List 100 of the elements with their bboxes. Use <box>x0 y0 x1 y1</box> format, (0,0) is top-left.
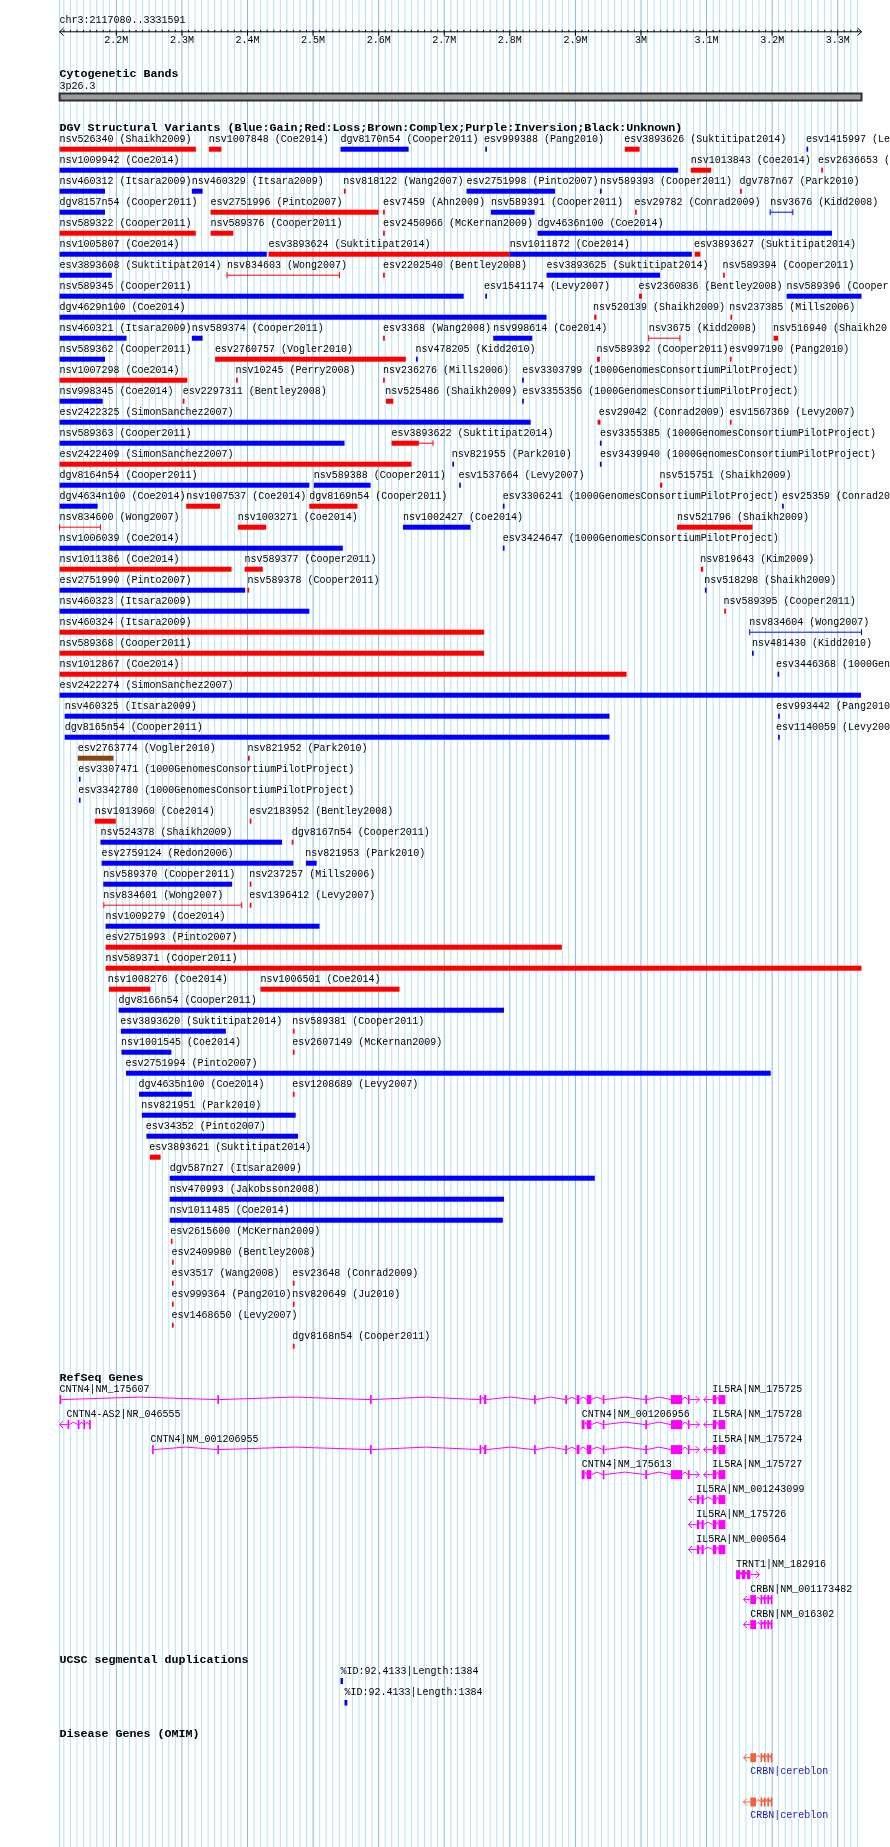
variant-label: nsv821953 (Park2010) <box>305 848 426 859</box>
variant-label: esv999364 (Pang2010) <box>171 1289 292 1300</box>
variant-label: dgv4636n100 (Coe2014) <box>537 218 664 229</box>
tick-label: 2.8M <box>497 36 522 46</box>
variant-label: esv34352 (Pinto2007) <box>145 1121 266 1132</box>
variant-label: dgv787n67 (Park2010) <box>739 176 860 187</box>
variant-label: nsv998614 (Coe2014) <box>493 323 608 334</box>
track-title: Cytogenetic Bands <box>59 68 179 80</box>
variant-label: esv2615600 (McKernan2009) <box>170 1226 321 1237</box>
variant-label: nsv460329 (Itsara2009) <box>191 176 324 187</box>
variant-label: dgv8166n54 (Cooper2011) <box>118 995 257 1006</box>
variant-label: nsv516940 (Shaikh20 <box>773 323 887 334</box>
variant-label: nsv1007537 (Coe2014) <box>186 491 307 502</box>
variant-label: esv3439940 (1000GenomesConsortiumPilotProject) <box>599 449 876 460</box>
track-title: Disease Genes (OMIM) <box>59 1727 200 1740</box>
gene-label: CNTN4|NM_001206955 <box>150 1435 259 1445</box>
variant-label: nsv520139 (Shaikh2009) <box>593 302 726 313</box>
variant-label: esv2751990 (Pinto2007) <box>59 575 192 586</box>
variant-label: esv2751994 (Pinto2007) <box>125 1058 258 1069</box>
variant-label: nsv589370 (Cooper2011) <box>103 869 236 880</box>
variant-label: nsv524378 (Shaikh2009) <box>100 827 233 838</box>
variant-label: nsv460321 (Itsara2009) <box>59 323 192 334</box>
variant-label: nsv589376 (Cooper2011) <box>210 218 343 229</box>
variant-label: nsv1009279 (Coe2014) <box>105 911 226 922</box>
variant-label: esv23648 (Conrad2009) <box>292 1268 419 1279</box>
variant-label: nsv821951 (Park2010) <box>141 1100 262 1111</box>
variant-label: nsv818122 (Wang2007) <box>343 176 464 187</box>
tick-label: 2.2M <box>104 36 129 46</box>
track-title: RefSeq Genes <box>59 1372 144 1384</box>
gene-label: IL5RA|NM_000564 <box>696 1535 787 1545</box>
variant-label: esv3893621 (Suktitipat2014) <box>149 1142 312 1153</box>
variant-label: esv2759124 (Redon2006) <box>101 848 234 859</box>
variant-label: esv2422274 (SimonSanchez2007) <box>59 680 234 691</box>
variant-label: nsv478205 (Kidd2010) <box>415 344 536 355</box>
gene-label: CRBN|NM_016302 <box>750 1610 835 1620</box>
variant-label: nsv589374 (Cooper2011) <box>191 323 324 334</box>
variant-label: esv2450966 (McKernan2009) <box>383 218 534 229</box>
gene-label: CNTN4|NM_175613 <box>581 1460 672 1470</box>
tick-label: 3.2M <box>760 36 785 46</box>
disease-gene-label: CRBN|cereblon <box>750 1767 829 1777</box>
tick-label: 2.3M <box>169 36 194 46</box>
variant-label: nsv1011872 (Coe2014) <box>509 239 630 250</box>
gene-label: IL5RA|NM_175724 <box>712 1435 803 1445</box>
variant-label: dgv8170n54 (Cooper2011) <box>340 134 479 145</box>
variant-label: esv997190 (Pang2010) <box>729 344 850 355</box>
variant-label: nsv1011485 (Coe2014) <box>169 1205 290 1216</box>
variant-label: nsv589371 (Cooper2011) <box>105 953 238 964</box>
variant-label: nsv589396 (Cooper <box>786 281 889 292</box>
variant-label: esv3306241 (1000GenomesConsortiumPilotProject) <box>502 491 779 502</box>
variant-label: dgv8157n54 (Cooper2011) <box>59 197 198 208</box>
variant-label: nsv589381 (Cooper2011) <box>292 1016 425 1027</box>
variant-label: nsv1001545 (Coe2014) <box>120 1037 241 1048</box>
variant-label: dgv4635n100 (Coe2014) <box>138 1079 265 1090</box>
variant-label: esv1541174 (Levy2007) <box>484 281 611 292</box>
track-title: UCSC segmental duplications <box>59 1654 249 1666</box>
variant-label: nsv481430 (Kidd2010) <box>752 638 872 649</box>
variant-label: esv3303799 (1000GenomesConsortiumPilotProject) <box>522 365 799 376</box>
variant-label: esv2422409 (SimonSanchez2007) <box>59 449 234 460</box>
tick-label: 3M <box>634 36 647 46</box>
gene-label: IL5RA|NM_175727 <box>712 1460 803 1470</box>
variant-label: esv3446368 (1000Gen <box>776 659 890 670</box>
variant-label: nsv1006501 (Coe2014) <box>260 974 381 985</box>
variant-label: nsv518298 (Shaikh2009) <box>704 575 837 586</box>
variant-label: esv3893622 (Suktitipat2014) <box>391 428 554 439</box>
variant-label: esv3893625 (Suktitipat2014) <box>546 260 709 271</box>
variant-label: esv1567369 (Levy2007) <box>729 407 856 418</box>
variant-label: nsv1013960 (Coe2014) <box>94 806 215 817</box>
variant-label: esv3368 (Wang2008) <box>383 323 492 334</box>
variant-label: nsv834601 (Wong2007) <box>103 890 224 901</box>
variant-label: dgv8169n54 (Cooper2011) <box>309 491 448 502</box>
variant-label: nsv460324 (Itsara2009) <box>59 617 192 628</box>
variant-label: esv3517 (Wang2008) <box>171 1268 280 1279</box>
variant-label: nsv460325 (Itsara2009) <box>64 701 197 712</box>
variant-label: nsv589363 (Cooper2011) <box>59 428 192 439</box>
variant-label: esv1396412 (Levy2007) <box>249 890 376 901</box>
variant-label: dgv8165n54 (Cooper2011) <box>64 722 203 733</box>
variant-label: esv2751993 (Pinto2007) <box>105 932 238 943</box>
variant-label: nsv521796 (Shaikh2009) <box>677 512 810 523</box>
variant-label: nsv1007848 (Coe2014) <box>208 134 329 145</box>
tick-label: 2.7M <box>432 36 457 46</box>
gene-label: CNTN4|NM_175607 <box>59 1385 150 1395</box>
tick-label: 2.5M <box>301 36 326 46</box>
variant-label: esv29042 (Conrad2009) <box>598 407 725 418</box>
variant-label: nsv1006039 (Coe2014) <box>59 533 180 544</box>
variant-label: esv3893626 (Suktitipat2014) <box>624 134 787 145</box>
variant-label: esv2763774 (Vogler2010) <box>77 743 216 754</box>
variant-label: nsv821955 (Park2010) <box>451 449 572 460</box>
variant-label: nsv237257 (Mills2006) <box>249 869 376 880</box>
variant-label: nsv515751 (Shaikh2009) <box>659 470 792 481</box>
variant-label: nsv3676 (Kidd2008) <box>770 197 879 208</box>
variant-label: esv3893620 (Suktitipat2014) <box>120 1016 283 1027</box>
duplication-label: %ID:92.4133|Length:1384 <box>340 1667 479 1677</box>
variant-label: nsv3675 (Kidd2008) <box>648 323 757 334</box>
variant-label: nsv834603 (Wong2007) <box>227 260 348 271</box>
variant-label: nsv589345 (Cooper2011) <box>59 281 192 292</box>
variant-label: nsv1002427 (Coe2014) <box>402 512 523 523</box>
variant-label: esv3355356 (1000GenomesConsortiumPilotProject) <box>522 386 799 397</box>
duplication-label: %ID:92.4133|Length:1384 <box>344 1688 483 1698</box>
variant-label: nsv1003271 (Coe2014) <box>237 512 358 523</box>
variant-label: esv7459 (Ahn2009) <box>383 197 486 208</box>
